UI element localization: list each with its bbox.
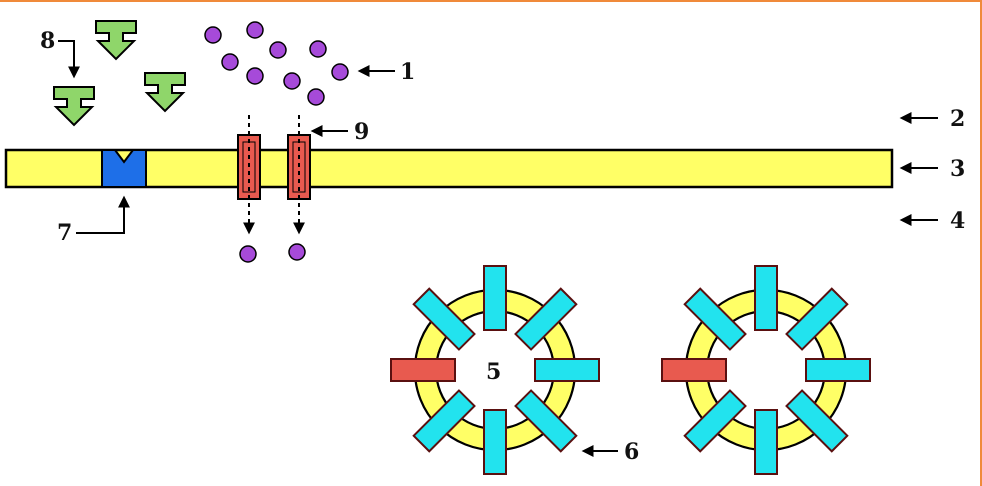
label-4: 4 xyxy=(950,208,965,234)
vesicle-right-proteins xyxy=(661,265,871,475)
label-7-arrow xyxy=(76,195,130,234)
label-3: 3 xyxy=(950,156,965,182)
label-5: 5 xyxy=(486,359,501,385)
intracellular-molecules xyxy=(239,243,306,263)
label-2: 2 xyxy=(950,106,965,132)
extracellular-molecules xyxy=(204,21,349,106)
cell-membrane xyxy=(4,148,894,189)
label-9: 9 xyxy=(354,119,369,145)
membrane-receptor xyxy=(101,149,147,188)
vesicle-left-proteins xyxy=(390,265,600,475)
label-1: 1 xyxy=(400,59,415,85)
label-7: 7 xyxy=(57,220,72,246)
label-8: 8 xyxy=(40,28,55,54)
label-6: 6 xyxy=(624,439,639,465)
label-8-arrow xyxy=(58,40,80,79)
